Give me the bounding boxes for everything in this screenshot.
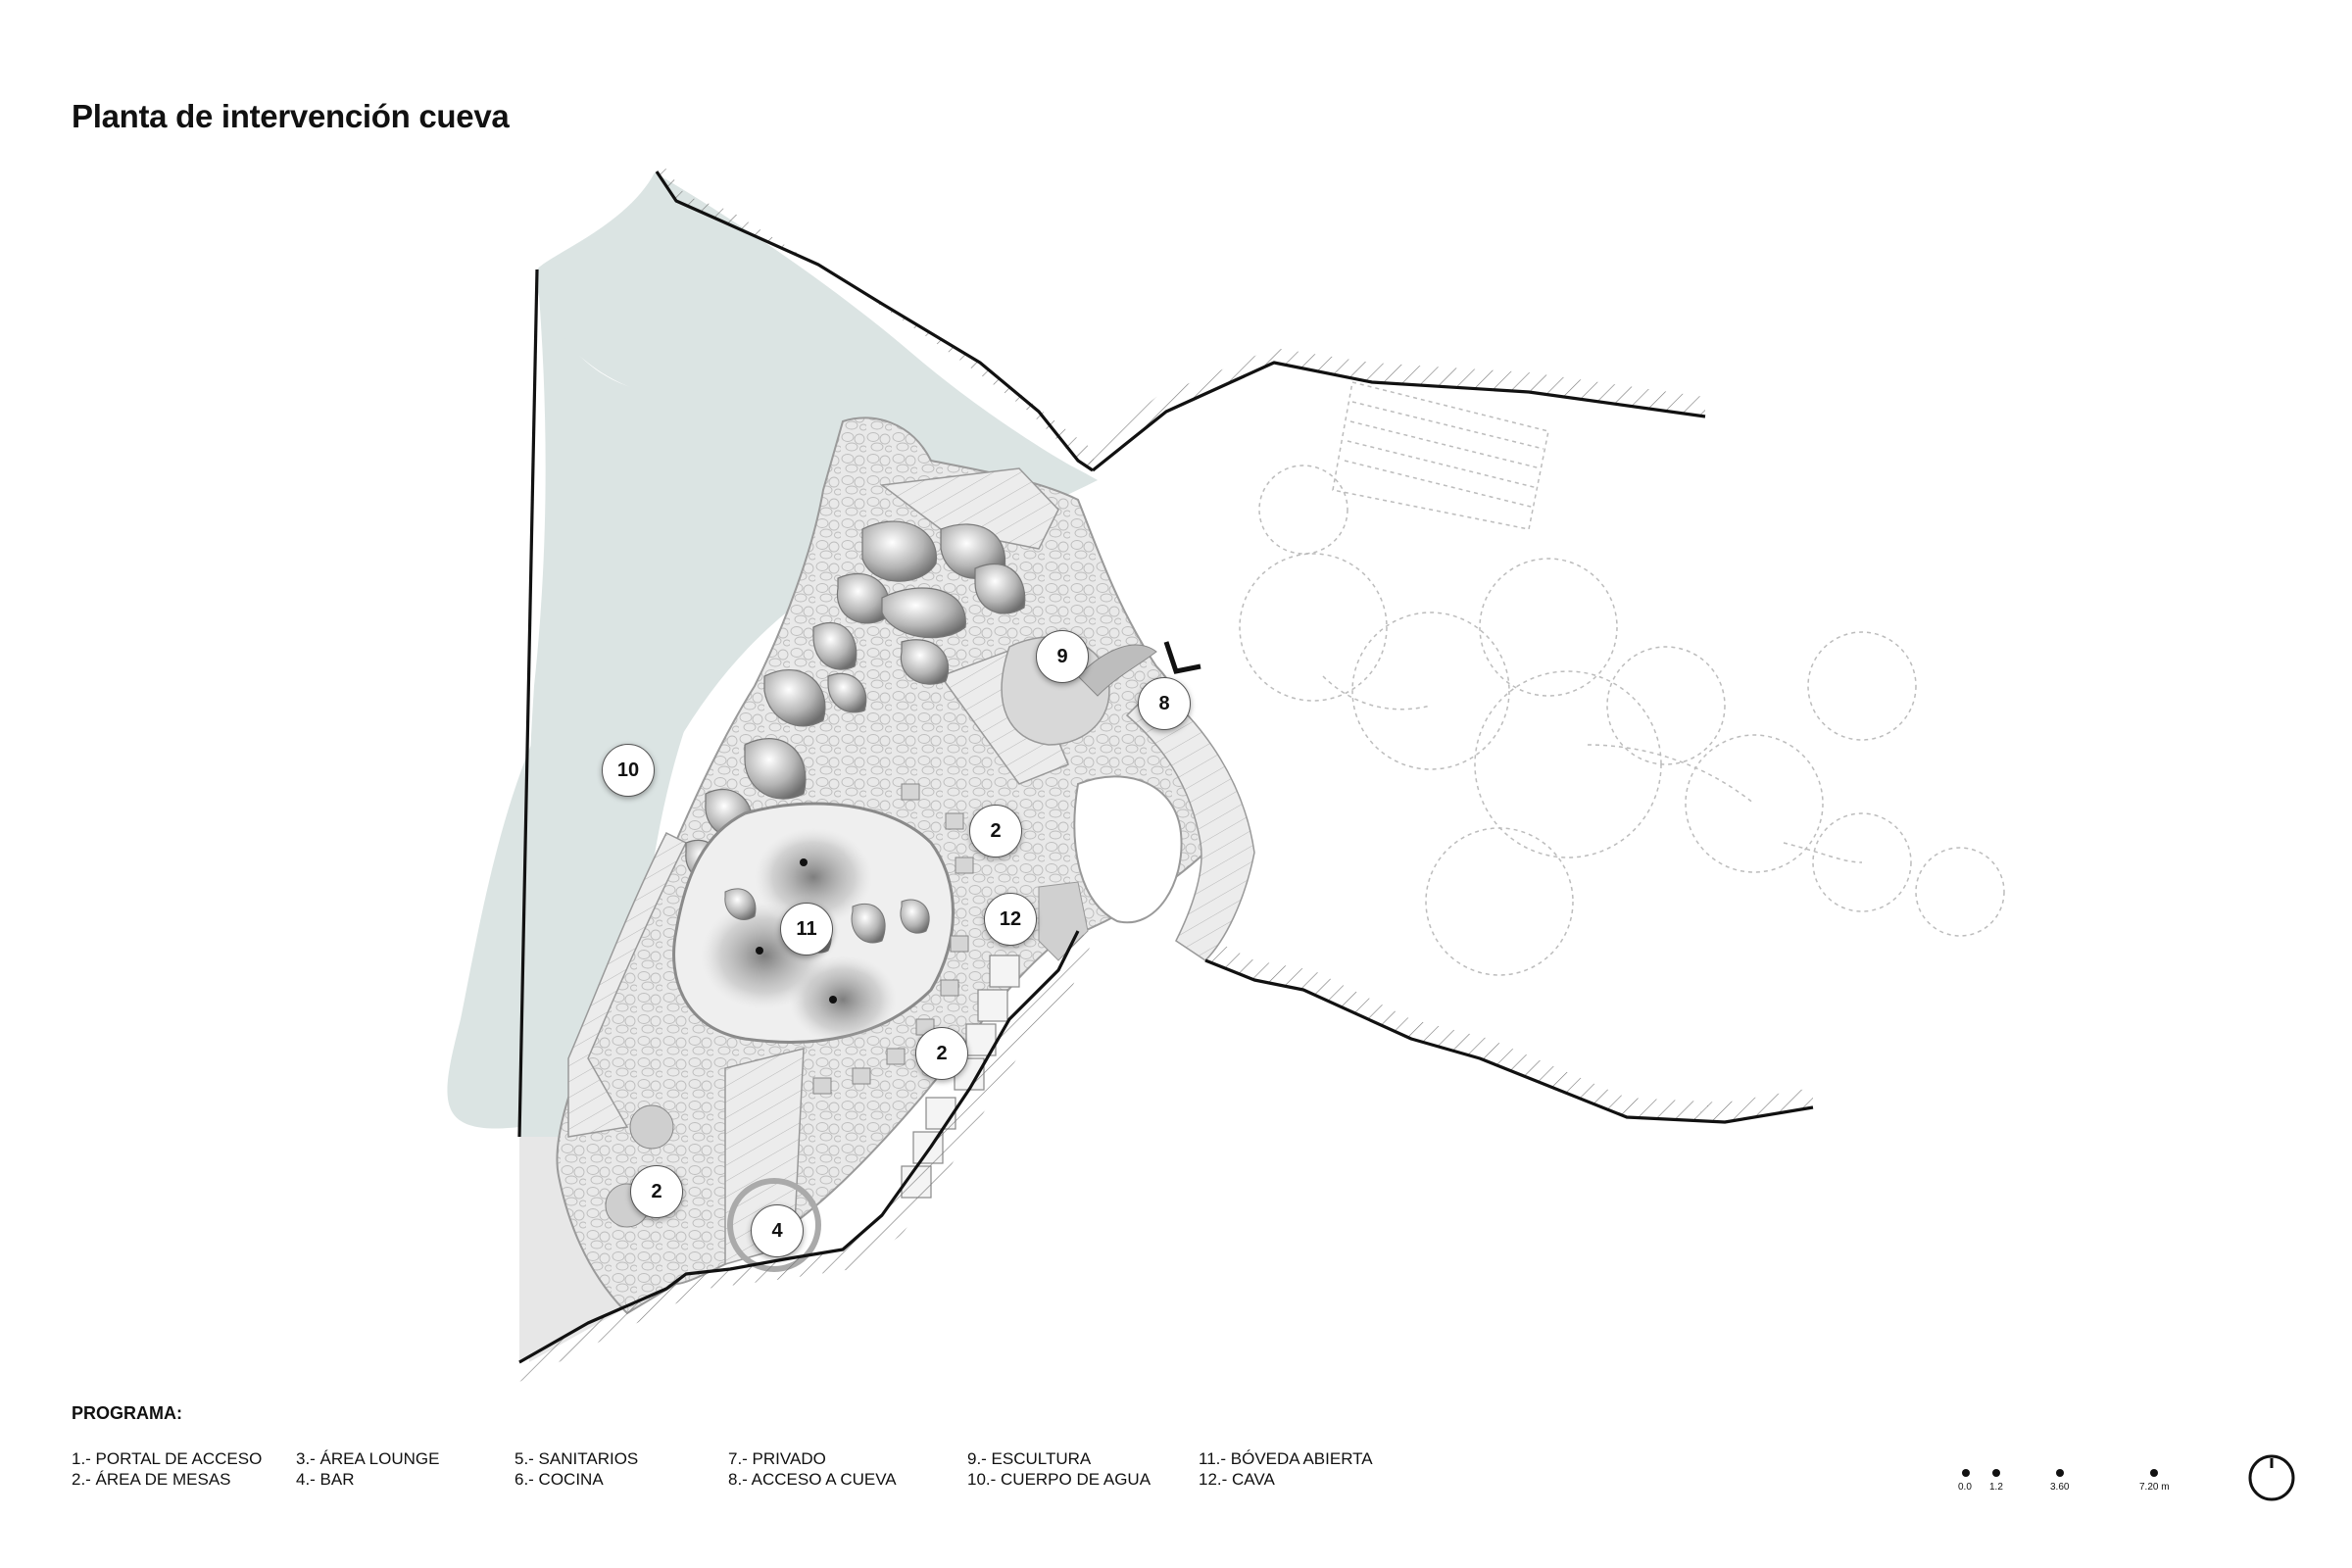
legend-item: 5.- SANITARIOS — [514, 1449, 639, 1468]
legend-item: 3.- ÁREA LOUNGE — [296, 1449, 440, 1468]
north-arrow-icon — [2248, 1454, 2295, 1501]
marker-cava: 12 — [984, 893, 1037, 946]
marker-area-de-mesas: 2 — [630, 1165, 683, 1218]
legend-item: 8.- ACCESO A CUEVA — [728, 1470, 897, 1489]
legend-item: 11.- BÓVEDA ABIERTA — [1199, 1449, 1373, 1468]
scale-label: 7.20 m — [2139, 1482, 2170, 1493]
legend-item: 1.- PORTAL DE ACCESO — [72, 1449, 263, 1468]
programa-heading: PROGRAMA: — [72, 1403, 182, 1423]
marker-acceso-a-cueva: 8 — [1138, 677, 1191, 730]
marker-area-de-mesas: 2 — [915, 1027, 968, 1080]
legend-item: 2.- ÁREA DE MESAS — [72, 1470, 231, 1489]
marker-boveda-abierta: 11 — [780, 903, 833, 956]
marker-escultura: 9 — [1036, 630, 1089, 683]
legend-item: 12.- CAVA — [1199, 1470, 1275, 1489]
scale-label: 0.0 — [1958, 1482, 1972, 1493]
graphic-scale — [1962, 1469, 2158, 1477]
legend-item: 10.- CUERPO DE AGUA — [967, 1470, 1152, 1489]
scale-label: 1.2 — [1989, 1482, 2003, 1493]
marker-cuerpo-de-agua: 10 — [602, 744, 655, 797]
page-title: Planta de intervención cueva — [72, 98, 510, 134]
legend-item: 7.- PRIVADO — [728, 1449, 826, 1468]
legend-item: 6.- COCINA — [514, 1470, 604, 1489]
legend-item: 4.- BAR — [296, 1470, 355, 1489]
rock-cluster — [685, 520, 1026, 881]
legend-item: 9.- ESCULTURA — [967, 1449, 1092, 1468]
future-expansion-outline — [1239, 381, 2005, 976]
section-cut-icon — [1163, 641, 1201, 674]
scale-label: 3.60 — [2050, 1482, 2070, 1493]
marker-area-de-mesas: 2 — [969, 805, 1022, 858]
marker-bar: 4 — [751, 1204, 804, 1257]
